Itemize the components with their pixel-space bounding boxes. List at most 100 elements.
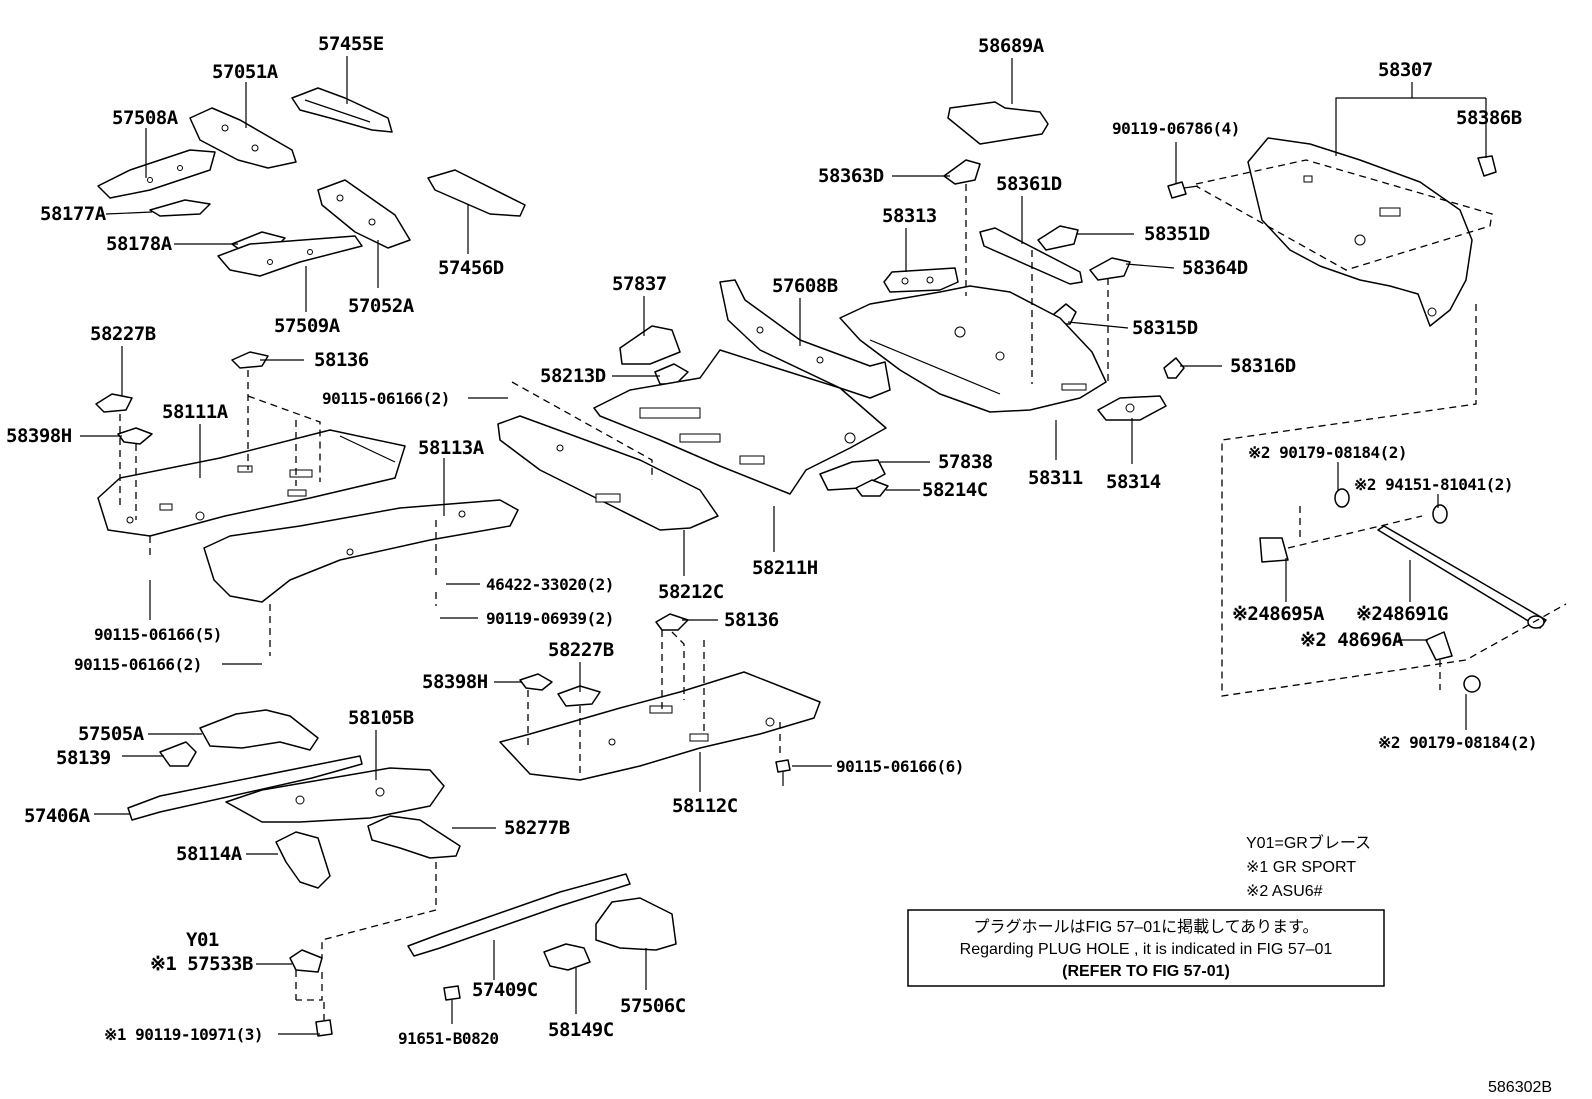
label-57052A[interactable]: 57052A	[348, 295, 415, 317]
label-57505A[interactable]: 57505A	[78, 723, 145, 745]
label-58178A[interactable]: 58178A	[106, 233, 173, 255]
label-90115-06166-6[interactable]: 90115-06166(6)	[836, 757, 964, 776]
label-58113A[interactable]: 58113A	[418, 437, 485, 459]
legend-line-3: ※2 ASU6#	[1246, 883, 1323, 900]
label-90119-06786[interactable]: 90119-06786(4)	[1112, 119, 1240, 138]
nut-90179-08184-a-shape	[1334, 488, 1350, 508]
label-57455E[interactable]: 57455E	[318, 33, 384, 55]
label-90115-06166-2a[interactable]: 90115-06166(2)	[322, 389, 450, 408]
label-91651-B0820[interactable]: 91651-B0820	[398, 1029, 499, 1048]
label-58351D[interactable]: 58351D	[1144, 223, 1210, 245]
part-58311-shape	[839, 285, 1107, 413]
label-58111A[interactable]: 58111A	[162, 401, 229, 423]
part-58398H-a-shape	[117, 427, 153, 445]
part-48691G-shape	[1377, 525, 1547, 629]
label-90179-08184-a[interactable]: ※2 90179-08184(2)	[1248, 443, 1408, 462]
notice-box: プラグホールはFIG 57–01に掲載してあります。 Regarding PLU…	[907, 909, 1385, 987]
label-58136-b[interactable]: 58136	[724, 609, 779, 631]
label-57051A[interactable]: 57051A	[212, 61, 279, 83]
part-57051A-shape	[189, 107, 297, 169]
label-58211H[interactable]: 58211H	[752, 557, 818, 579]
part-57533B-shape	[289, 949, 323, 973]
nut-90179-08184-b-shape	[1463, 675, 1481, 693]
label-58136-a[interactable]: 58136	[314, 349, 369, 371]
part-57506C-shape	[595, 897, 677, 951]
label-90179-08184-b[interactable]: ※2 90179-08184(2)	[1378, 733, 1538, 752]
label-58227B-a[interactable]: 58227B	[90, 323, 156, 345]
label-58316D[interactable]: 58316D	[1230, 355, 1296, 377]
part-58112C-shape	[499, 671, 821, 781]
label-46422-33020[interactable]: 46422-33020(2)	[486, 575, 614, 594]
figure-code: 586302B	[1488, 1079, 1552, 1096]
label-48695A[interactable]: ※248695A	[1232, 603, 1326, 625]
part-58386B-shape	[1477, 155, 1497, 177]
part-58398H-b-shape	[519, 673, 553, 691]
label-90119-10971[interactable]: ※1 90119-10971(3)	[104, 1025, 264, 1044]
part-58111A-shape	[97, 429, 406, 537]
part-57509A-shape	[217, 235, 363, 277]
part-58689A-shape	[947, 101, 1049, 145]
part-57608B-shape	[719, 279, 891, 399]
label-58315D[interactable]: 58315D	[1132, 317, 1198, 339]
label-57533B[interactable]: ※1 57533B	[150, 953, 253, 975]
part-58214C-shape	[855, 479, 889, 497]
label-90115-06166-5[interactable]: 90115-06166(5)	[94, 625, 222, 644]
label-58314[interactable]: 58314	[1106, 471, 1161, 493]
label-58398H-a[interactable]: 58398H	[6, 425, 72, 447]
label-58149C[interactable]: 58149C	[548, 1019, 614, 1041]
label-58364D[interactable]: 58364D	[1182, 257, 1248, 279]
label-48696A[interactable]: ※2 48696A	[1300, 629, 1404, 651]
leader-lines	[80, 56, 1487, 1035]
label-94151-81041[interactable]: ※2 94151-81041(2)	[1354, 475, 1514, 494]
notice-line-3: (REFER TO FIG 57-01)	[1062, 963, 1230, 980]
label-58689A[interactable]: 58689A	[978, 35, 1045, 57]
notice-line-1: プラグホールはFIG 57–01に掲載してあります。	[973, 918, 1318, 936]
part-57052A-shape	[317, 179, 411, 249]
label-48691G[interactable]: ※248691G	[1356, 603, 1449, 625]
label-57456D[interactable]: 57456D	[438, 257, 504, 279]
part-58277B-shape	[367, 815, 461, 859]
label-58311[interactable]: 58311	[1028, 467, 1083, 489]
bolt-91651-B0820-shape	[443, 985, 461, 1020]
part-58363D-shape	[943, 159, 981, 185]
part-57508A-shape	[97, 149, 216, 199]
part-48695A-shape	[1259, 537, 1289, 563]
label-58212C[interactable]: 58212C	[658, 581, 724, 603]
label-58386B[interactable]: 58386B	[1456, 107, 1522, 129]
part-58136-b-shape	[655, 613, 689, 631]
label-57406A[interactable]: 57406A	[24, 805, 91, 827]
label-58363D[interactable]: 58363D	[818, 165, 884, 187]
label-57837[interactable]: 57837	[612, 273, 667, 295]
label-57838[interactable]: 57838	[938, 451, 993, 473]
label-58361D[interactable]: 58361D	[996, 173, 1062, 195]
legend-line-2: ※1 GR SPORT	[1246, 859, 1356, 876]
label-58227B-b[interactable]: 58227B	[548, 639, 614, 661]
part-57409C-shape	[407, 873, 631, 957]
label-58114A[interactable]: 58114A	[176, 843, 243, 865]
part-58213D-shape	[654, 363, 689, 385]
label-57608B[interactable]: 57608B	[772, 275, 838, 297]
label-57508A[interactable]: 57508A	[112, 107, 179, 129]
label-58398H-b[interactable]: 58398H	[422, 671, 488, 693]
label-90115-06166-2b[interactable]: 90115-06166(2)	[74, 655, 202, 674]
label-58313[interactable]: 58313	[882, 205, 937, 227]
label-58213D[interactable]: 58213D	[540, 365, 606, 387]
label-58177A[interactable]: 58177A	[40, 203, 107, 225]
label-58307[interactable]: 58307	[1378, 59, 1433, 81]
part-58136-a-shape	[231, 351, 269, 369]
label-58277B[interactable]: 58277B	[504, 817, 570, 839]
label-58214C[interactable]: 58214C	[922, 479, 988, 501]
part-57406A-shape	[127, 755, 363, 821]
label-58112C[interactable]: 58112C	[672, 795, 738, 817]
label-58139[interactable]: 58139	[56, 747, 111, 769]
label-58105B[interactable]: 58105B	[348, 707, 414, 729]
label-57506C[interactable]: 57506C	[620, 995, 686, 1017]
label-57509A[interactable]: 57509A	[274, 315, 341, 337]
bolt-90119-06786-shape	[1167, 181, 1199, 199]
label-57409C[interactable]: 57409C	[472, 979, 538, 1001]
label-90119-06939[interactable]: 90119-06939(2)	[486, 609, 614, 628]
part-58364D-shape	[1089, 257, 1131, 281]
part-57456D-shape	[427, 169, 526, 217]
part-58227B-a-shape	[95, 393, 133, 413]
